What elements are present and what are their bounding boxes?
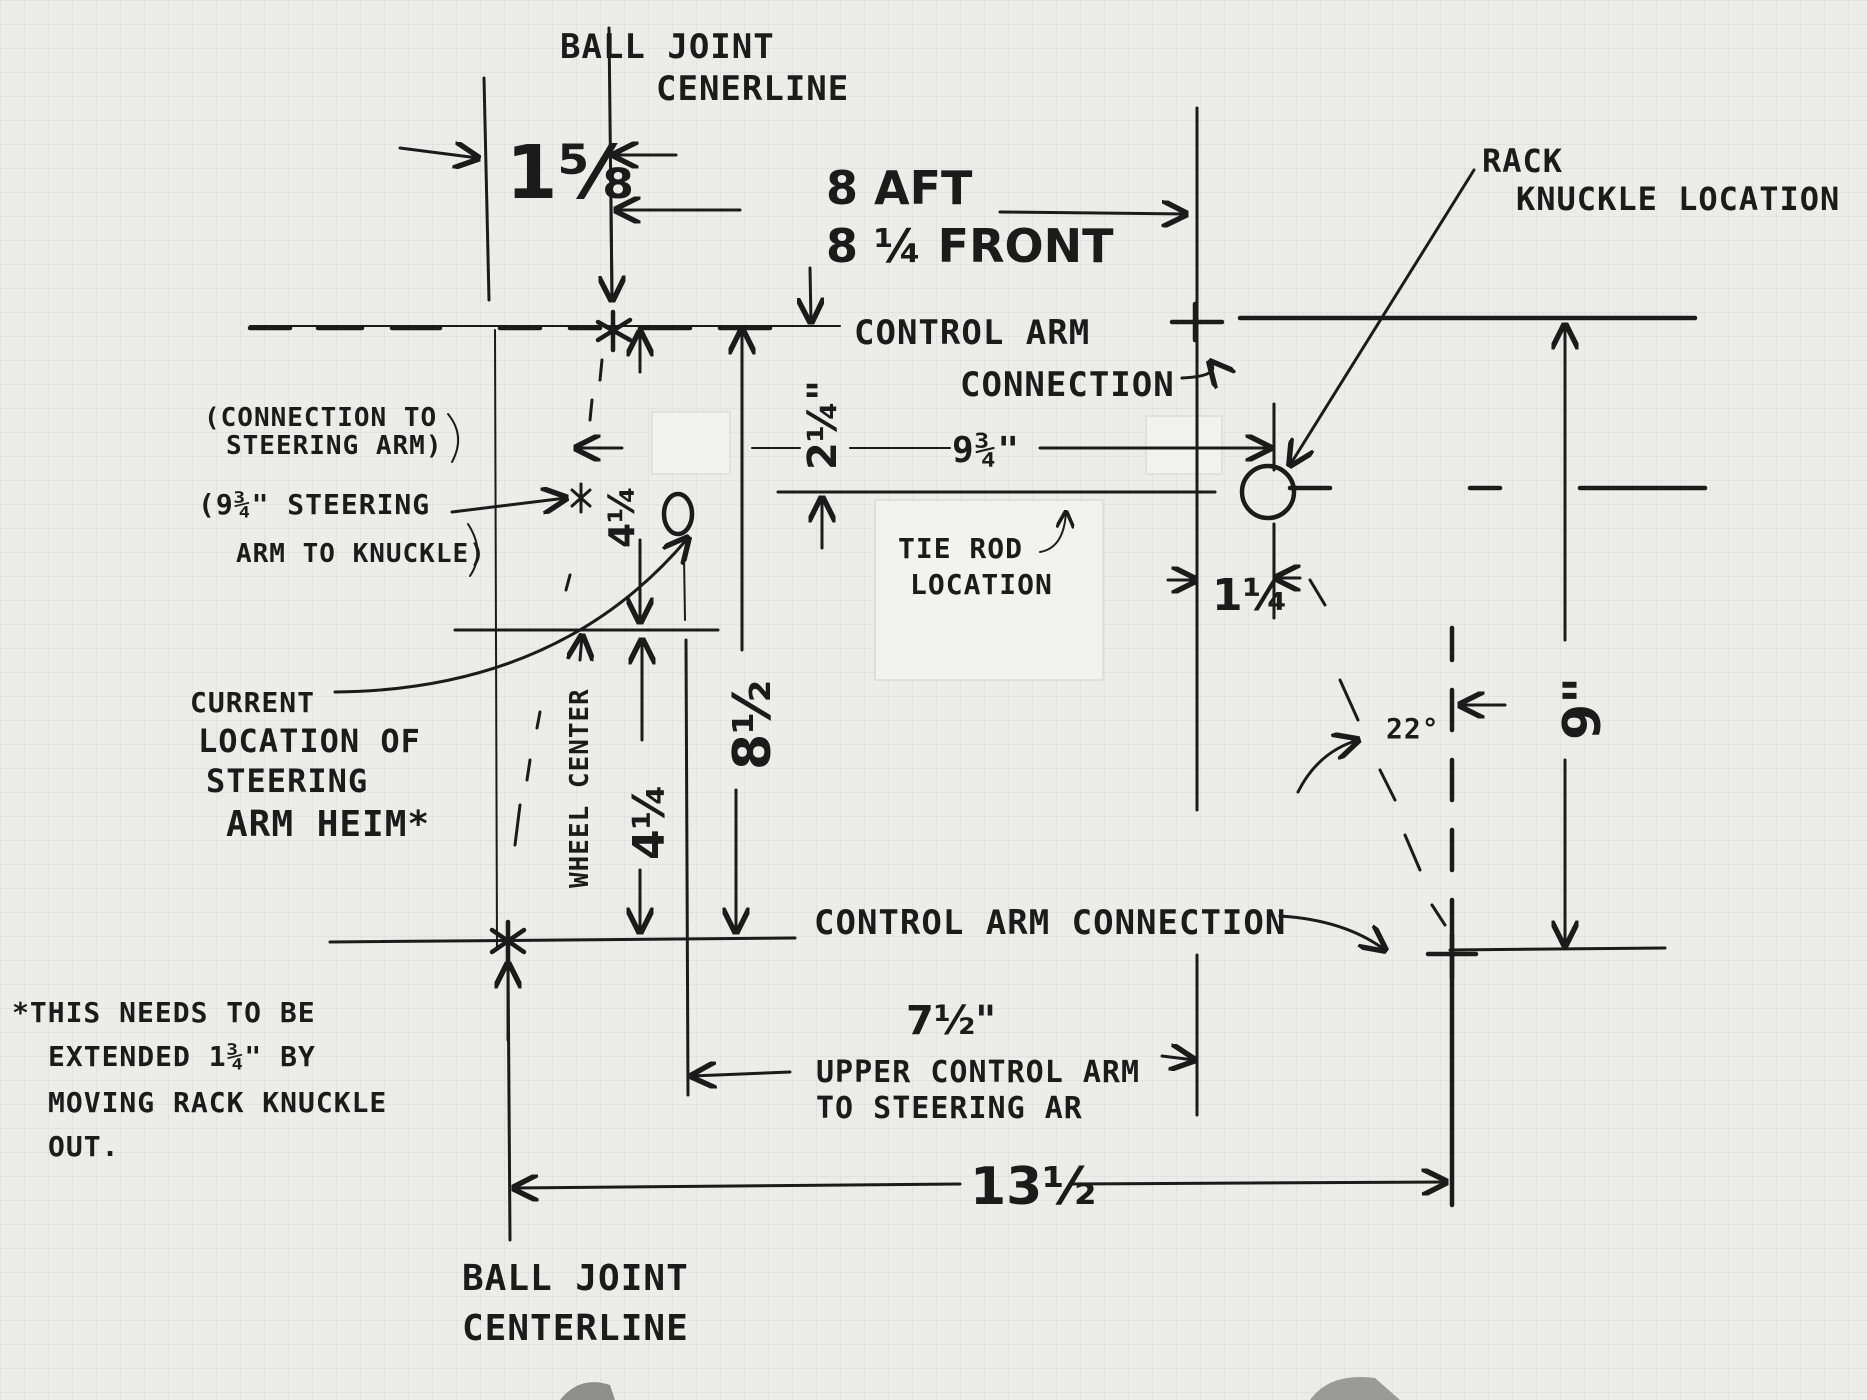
arrow-8-aft-right — [998, 212, 1186, 214]
arrow-wheel-center — [580, 636, 582, 662]
upper-label-1: UPPER CONTROL ARM — [816, 1055, 1140, 1090]
rack-label-1: RACK — [1482, 142, 1563, 180]
note-line-4: OUT. — [48, 1130, 119, 1163]
dim-4-1-4-lower: 4¼ — [624, 784, 675, 860]
arrow-1-5-8-left — [398, 148, 478, 158]
upper-ball-joint-point — [595, 309, 633, 353]
leader-control-arm-bottom — [1278, 914, 1385, 950]
arc-22-deg — [1296, 740, 1358, 794]
arrow-7-1-2-right — [1160, 1056, 1194, 1060]
angle-22-label: 22° — [1386, 712, 1440, 745]
steering-vertical-upper — [683, 554, 686, 621]
dim-1-5-8: 1⅝ — [506, 130, 634, 216]
dim-1-1-4: 1¼ — [1212, 570, 1288, 621]
arrow-ball-joint-down — [611, 198, 612, 300]
aft-label-1: 8 AFT — [826, 161, 973, 215]
desk-object-left — [560, 1382, 615, 1400]
rack-label-2: KNUCKLE LOCATION — [1516, 180, 1840, 218]
lower-control-arm-cross — [1425, 932, 1479, 981]
control-arm-top-label-1: CONTROL ARM — [854, 313, 1090, 353]
leader-steering-arm — [450, 498, 566, 512]
arrow-13-1-2-right — [1068, 1182, 1446, 1184]
bottom-control-arm-line — [328, 936, 797, 944]
current-label-4: ARM HEIM* — [226, 804, 430, 845]
conn-steer-label-1: (CONNECTION TO — [204, 403, 437, 433]
arrow-control-arm-top — [810, 266, 811, 322]
dim-4-1-4-upper: 4¼ — [602, 486, 643, 548]
left-thin-vertical — [494, 329, 498, 951]
steer-arm-label-2: ARM TO KNUCKLE) — [236, 539, 486, 569]
lower-ball-joint-point — [489, 919, 527, 965]
tie-rod-label-1: TIE ROD — [898, 532, 1023, 565]
current-label-2: LOCATION OF — [198, 722, 421, 760]
note-line-1: *THIS NEEDS TO BE — [12, 996, 316, 1029]
top-control-arm-line — [247, 315, 1698, 331]
dim-7-1-2: 7½" — [906, 998, 996, 1044]
ball-joint-bottom-label-2: CENTERLINE — [462, 1308, 689, 1349]
ball-joint-top-label-2: CENERLINE — [656, 69, 849, 109]
steering-arm-connection-point — [570, 482, 592, 514]
upper-control-arm-cross — [1169, 301, 1225, 343]
dim-9-3-4: 9¾" — [952, 430, 1020, 471]
kingpin-dashes — [513, 358, 604, 847]
ball-joint-bottom-label-1: BALL JOINT — [462, 1258, 689, 1299]
note-line-2: EXTENDED 1¾" BY — [48, 1040, 316, 1073]
rack-knuckle-point — [1239, 463, 1297, 521]
control-arm-bottom-label: CONTROL ARM CONNECTION — [814, 903, 1286, 943]
dim-8-1-2: 8½ — [723, 680, 783, 770]
current-label-1: CURRENT — [190, 686, 315, 719]
left-vertical-1-5-8 — [482, 76, 491, 302]
steering-vertical — [684, 638, 690, 1097]
control-arm-top-label-2: CONNECTION — [960, 365, 1175, 405]
arrow-7-1-2-left — [692, 1072, 792, 1076]
upper-label-2: TO STEERING AR — [816, 1091, 1083, 1126]
dim-2-1-4: 2¼" — [800, 380, 846, 470]
dim-13-1-2: 13½ — [970, 1157, 1096, 1217]
leader-rack-knuckle — [1290, 168, 1476, 465]
arrow-13-1-2-left — [514, 1184, 962, 1188]
steer-arm-label-1: (9¾" STEERING — [198, 488, 430, 521]
paren-right-conn — [447, 413, 459, 463]
desk-object-right — [1310, 1376, 1400, 1400]
dim-9: 9" — [1553, 677, 1613, 740]
bottom-right-line — [1448, 946, 1667, 952]
paren-right-arm — [467, 523, 479, 577]
wheel-center-label: WHEEL CENTER — [565, 688, 595, 888]
leader-control-arm-top — [1180, 362, 1213, 378]
ball-joint-top-label-1: BALL JOINT — [560, 27, 775, 67]
conn-steer-label-2: STEERING ARM) — [226, 431, 443, 461]
tape-patch-tie-rod — [874, 499, 1104, 681]
leader-current-heim — [333, 538, 688, 694]
leader-tie-rod — [1039, 512, 1066, 553]
angle-dashes — [1308, 578, 1447, 927]
tape-patch-left — [651, 411, 731, 475]
tie-rod-label-2: LOCATION — [910, 568, 1053, 601]
note-line-3: MOVING RACK KNUCKLE — [48, 1086, 387, 1119]
tape-patch-right — [1145, 415, 1223, 475]
current-label-3: STEERING — [206, 762, 368, 800]
aft-label-2: 8 ¼ FRONT — [826, 219, 1114, 273]
